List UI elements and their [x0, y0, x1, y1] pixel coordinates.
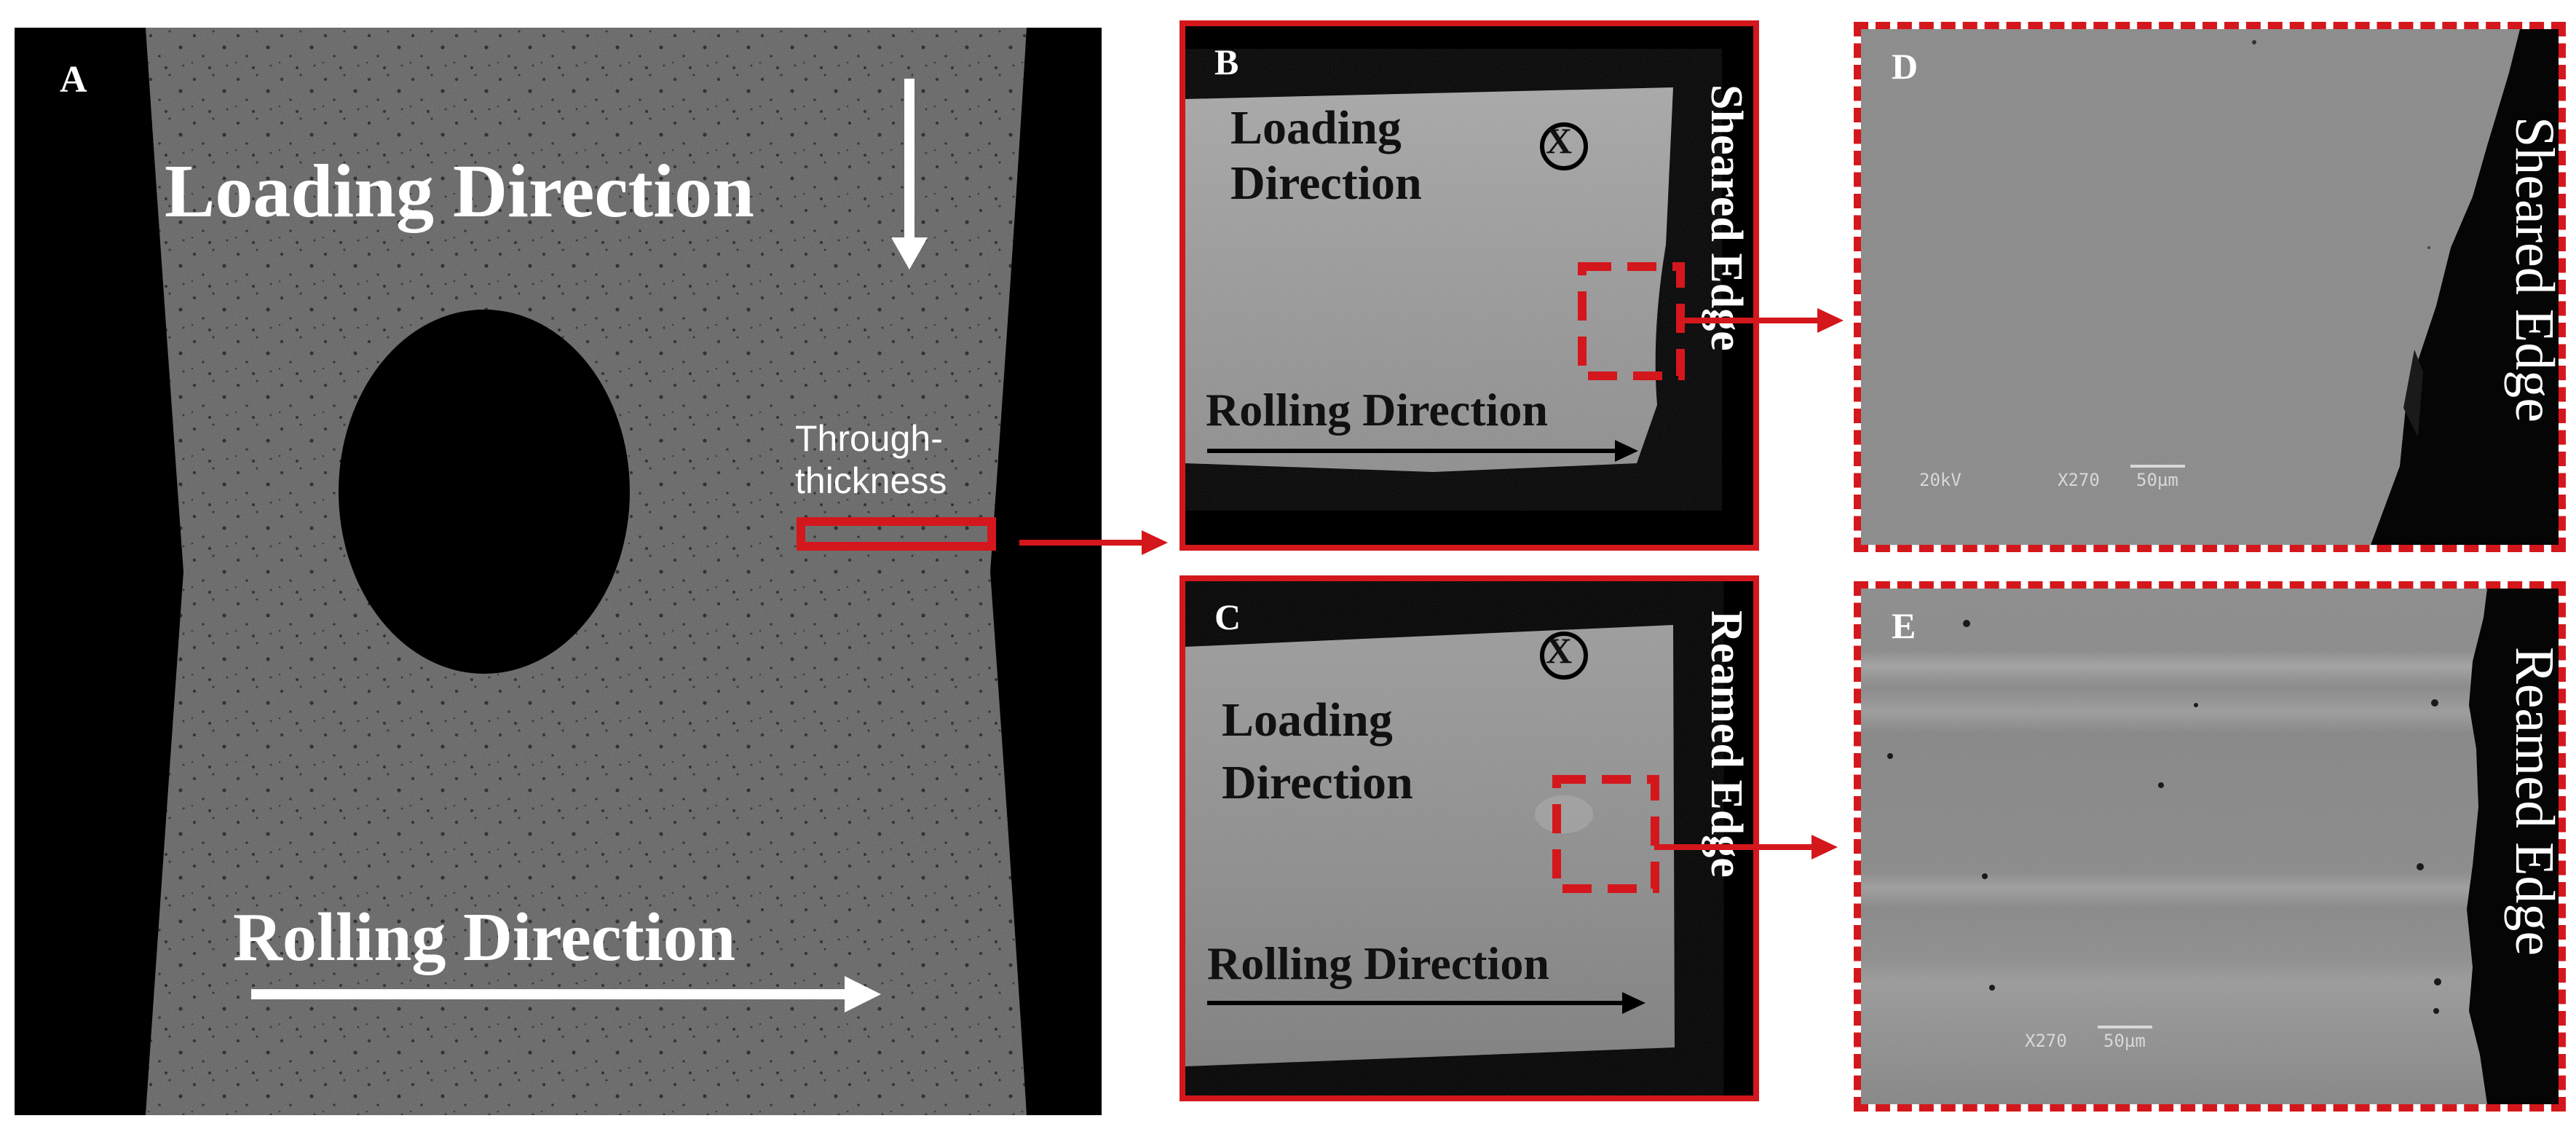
through-thickness-marker — [797, 517, 996, 551]
rolling-direction-label-b: Rolling Direction — [1206, 384, 1548, 436]
sheared-section-image — [1185, 26, 1753, 545]
sem-voltage-d: 20kV — [1919, 470, 1961, 490]
panel-c-reamed-section: C Loading Direction X Rolling Direction … — [1180, 575, 1759, 1101]
panel-e-reamed-edge-sem: E Reamed Edge X270 50µm — [1854, 581, 2566, 1112]
rolling-direction-arrow — [251, 976, 881, 1012]
panel-a-specimen-image: A Loading Direction Rolling Direction Th… — [15, 28, 1102, 1115]
inspection-box-c — [1552, 775, 1659, 893]
panel-d-letter: D — [1892, 46, 1919, 87]
sheared-edge-label-d: Sheared Edge — [2504, 117, 2565, 422]
sheared-edge-label-b: Sheared Edge — [1702, 84, 1751, 351]
through-thickness-label: Through- thickness — [795, 418, 947, 501]
panel-c-letter: C — [1214, 597, 1241, 637]
out-of-plane-symbol-c: X — [1546, 630, 1573, 671]
sheared-edge-sem-image — [1861, 29, 2559, 545]
loading-direction-arrow — [891, 79, 928, 270]
out-of-plane-symbol-b: X — [1546, 120, 1573, 161]
specimen-hole — [339, 310, 630, 674]
loading-direction-label-b: Loading Direction — [1230, 101, 1422, 210]
reamed-edge-label-e: Reamed Edge — [2504, 647, 2565, 956]
reamed-edge-sem-image — [1861, 589, 2559, 1104]
sem-scale-bar-e — [2098, 1026, 2152, 1028]
loading-direction-label: Loading Direction — [165, 149, 754, 233]
sem-pores-e — [1887, 620, 2441, 1014]
panel-d-sheared-edge-sem: D Sheared Edge 20kV X270 50µm — [1854, 22, 2566, 552]
panel-b-sheared-section: B Loading Direction X Rolling Direction … — [1180, 20, 1759, 551]
rolling-direction-label: Rolling Direction — [233, 900, 736, 975]
reamed-edge-label-c: Reamed Edge — [1702, 610, 1751, 878]
sem-magnification-d: X270 — [2058, 470, 2100, 490]
specimen-photo — [15, 28, 1102, 1115]
panel-a-letter: A — [60, 59, 87, 101]
sem-magnification-e: X270 — [2025, 1031, 2067, 1051]
sem-scale-label-d: 50µm — [2136, 470, 2178, 490]
out-of-plane-circle-c — [1540, 632, 1588, 680]
loading-direction-label-c: Loading Direction — [1222, 693, 1413, 809]
reamed-edge-dark-region — [2467, 589, 2559, 1104]
reamed-section-image — [1185, 581, 1753, 1095]
panel-b-letter: B — [1214, 42, 1239, 82]
rolling-direction-arrow-c — [1207, 992, 1645, 1014]
sem-scale-bar-d — [2130, 465, 2185, 468]
sem-scale-label-e: 50µm — [2103, 1031, 2146, 1051]
panel-e-letter: E — [1892, 605, 1916, 646]
rolling-direction-label-c: Rolling Direction — [1207, 937, 1549, 989]
rolling-direction-arrow-b — [1207, 440, 1638, 462]
out-of-plane-circle-b — [1540, 122, 1588, 170]
